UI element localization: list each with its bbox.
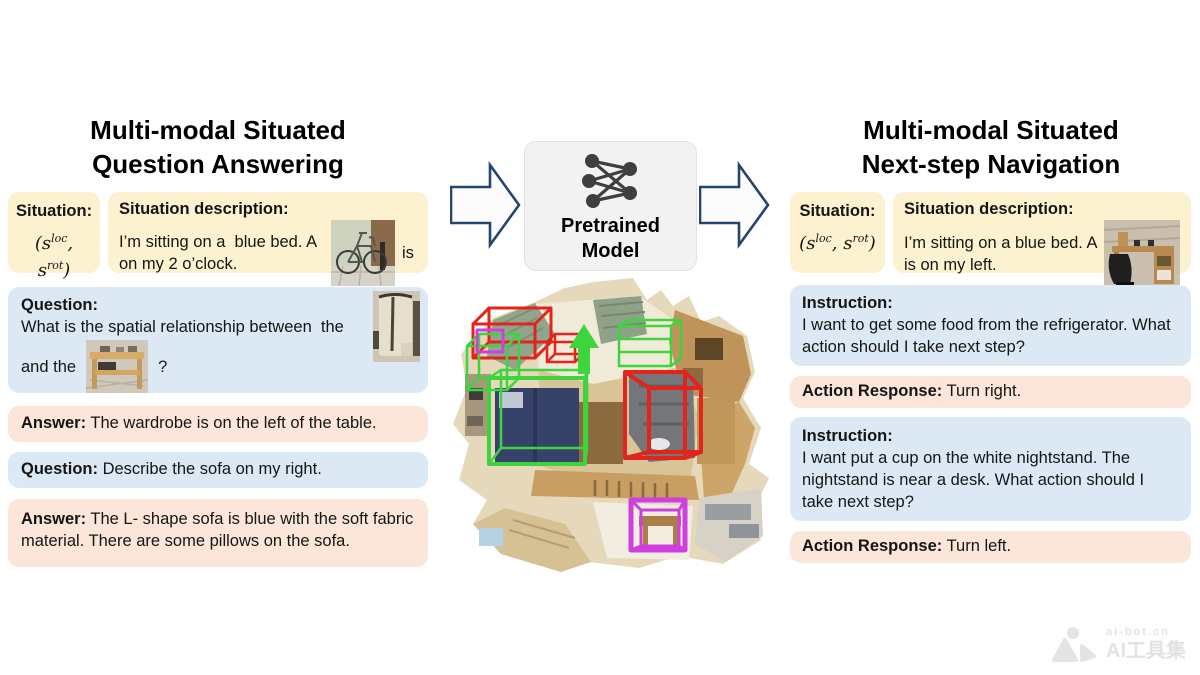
left-question2-box: Question: Describe the sofa on my right. bbox=[8, 452, 428, 488]
bounding-boxes bbox=[465, 306, 703, 553]
situation-desc-label: Situation description: bbox=[119, 200, 289, 218]
bbox-table-magenta bbox=[628, 497, 688, 553]
instruction2-text: I want put a cup on the white nightstand… bbox=[802, 449, 1145, 511]
left-situation-desc-box: Situation description: I’m sitting on a … bbox=[108, 192, 428, 286]
situation-label: Situation: bbox=[799, 202, 876, 220]
table-photo bbox=[86, 340, 149, 393]
answer1-text: The wardrobe is on the left of the table… bbox=[90, 414, 377, 432]
question2-label: Question: bbox=[21, 460, 98, 478]
left-answer1-box: Answer: The wardrobe is on the left of t… bbox=[8, 406, 428, 442]
right-action2-box: Action Response: Turn left. bbox=[790, 531, 1191, 563]
apartment-3d-scan bbox=[453, 278, 769, 572]
answer2-text: The L- shape sofa is blue with the soft … bbox=[21, 510, 414, 550]
instruction2-label: Instruction: bbox=[802, 427, 893, 445]
answer2-label: Answer: bbox=[21, 510, 87, 528]
watermark-site: ai-bot.cn bbox=[1106, 626, 1170, 638]
bbox-shelf-green bbox=[617, 318, 683, 368]
right-title-line1: Multi-modal Situated bbox=[863, 115, 1119, 145]
ai-bot-logo-icon bbox=[1052, 627, 1096, 662]
situation-formula: (sloc, srot) bbox=[34, 232, 74, 281]
block-arrow-right-icon bbox=[450, 161, 521, 249]
left-title: Multi-modal Situated Question Answering bbox=[8, 113, 428, 181]
question2-text: Describe the sofa on my right. bbox=[102, 460, 322, 478]
action2-label: Action Response: bbox=[802, 537, 943, 555]
instruction1-text: I want to get some food from the refrige… bbox=[802, 316, 1171, 356]
left-title-line2: Question Answering bbox=[92, 149, 344, 179]
bbox-small-magenta bbox=[475, 328, 505, 354]
right-instruction2-box: Instruction: I want put a cup on the whi… bbox=[790, 417, 1191, 521]
question1-line1: What is the spatial relationship between… bbox=[21, 318, 344, 336]
action2-text: Turn left. bbox=[946, 537, 1012, 555]
situation-desc-line1: I’m sitting on a blue bed. A bbox=[119, 233, 318, 251]
situation-formula: (sloc, srot) bbox=[799, 232, 876, 254]
right-title-line2: Next-step Navigation bbox=[861, 149, 1121, 179]
instruction1-label: Instruction: bbox=[802, 294, 893, 312]
desk-photo bbox=[1104, 220, 1180, 288]
left-situation-box: Situation: (sloc, srot) bbox=[8, 192, 100, 281]
situation-desc-after: is bbox=[402, 244, 414, 262]
block-arrow-right-icon bbox=[699, 161, 770, 249]
situation-desc-line2: is on my left. bbox=[904, 256, 997, 274]
right-action1-box: Action Response: Turn right. bbox=[790, 376, 1191, 408]
model-label-line1: Pretrained bbox=[561, 215, 660, 237]
left-title-line1: Multi-modal Situated bbox=[90, 115, 346, 145]
scan-base bbox=[453, 278, 769, 572]
watermark: ai-bot.cn AI工具集 bbox=[1052, 626, 1186, 662]
situation-desc-line2: on my 2 o’clock. bbox=[119, 255, 238, 273]
question1-line2-prefix: and the bbox=[21, 357, 77, 376]
situation-desc-line1: I’m sitting on a blue bed. A bbox=[904, 234, 1098, 252]
right-situation-desc-box: Situation description: I’m sitting on a … bbox=[893, 192, 1191, 288]
action1-text: Turn right. bbox=[946, 382, 1022, 400]
left-answer2-box: Answer: The L- shape sofa is blue with t… bbox=[8, 499, 428, 567]
wardrobe-photo bbox=[373, 291, 420, 362]
question1-line2-suffix: ? bbox=[158, 357, 168, 376]
watermark-name: AI工具集 bbox=[1106, 640, 1186, 662]
bbox-sofa-red bbox=[623, 370, 703, 460]
situation-desc-label: Situation description: bbox=[904, 200, 1074, 218]
right-instruction1-box: Instruction: I want to get some food fro… bbox=[790, 285, 1191, 366]
pretrained-model-box: Pretrained Model bbox=[524, 141, 697, 271]
model-label-line2: Model bbox=[581, 240, 640, 262]
question1-label: Question: bbox=[21, 296, 98, 314]
bicycle-photo bbox=[331, 220, 395, 286]
situation-label: Situation: bbox=[16, 202, 93, 220]
answer1-label: Answer: bbox=[21, 414, 87, 432]
right-situation-box: Situation: (sloc, srot) bbox=[790, 192, 885, 273]
neural-network-icon bbox=[581, 154, 637, 208]
left-question1-box: Question: What is the spatial relationsh… bbox=[8, 287, 428, 393]
agent-arrow bbox=[569, 324, 599, 374]
right-title: Multi-modal Situated Next-step Navigatio… bbox=[790, 113, 1192, 181]
action1-label: Action Response: bbox=[802, 382, 943, 400]
